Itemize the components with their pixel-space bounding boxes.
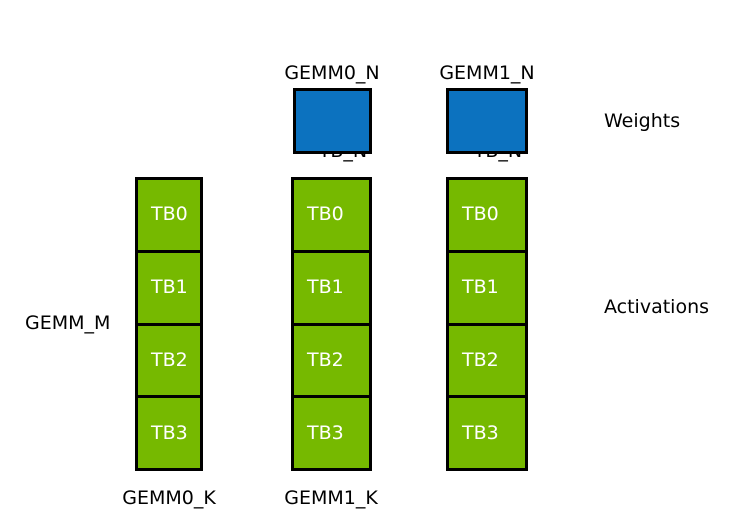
activation-cell: TB0 bbox=[294, 180, 369, 253]
activation-column-0: TB0 TB1 TB2 TB3 bbox=[135, 177, 203, 471]
activation-cell-label: TB3 bbox=[462, 421, 499, 444]
activation-cell-label: TB3 bbox=[307, 421, 344, 444]
gemm0-n-label-line1: GEMM0_N bbox=[284, 62, 380, 84]
activation-cell-label: TB2 bbox=[151, 348, 188, 371]
activation-cell: TB2 bbox=[138, 325, 200, 399]
gemm1-n-label-line1: GEMM1_N bbox=[439, 62, 535, 84]
activation-cell-label: TB3 bbox=[151, 421, 188, 444]
activation-cell-label: TB0 bbox=[307, 203, 344, 226]
gemm1-weight-block bbox=[446, 88, 528, 154]
activation-cell-label: TB0 bbox=[462, 203, 499, 226]
activations-label: Activations bbox=[604, 296, 710, 318]
activation-cell-label: TB0 bbox=[151, 203, 188, 226]
activation-cell: TB2 bbox=[449, 325, 525, 399]
weights-label: Weights bbox=[604, 110, 681, 132]
activation-cell: TB1 bbox=[294, 252, 369, 326]
activation-cell-label: TB2 bbox=[462, 348, 499, 371]
gemm0-weight-block bbox=[293, 88, 372, 154]
activation-column-2: TB0 TB1 TB2 TB3 bbox=[446, 177, 528, 471]
activation-cell: TB0 bbox=[449, 180, 525, 253]
activation-cell: TB2 bbox=[294, 325, 369, 399]
activation-cell-label: TB1 bbox=[151, 276, 188, 299]
activation-cell: TB3 bbox=[294, 398, 369, 468]
activation-cell-label: TB1 bbox=[462, 276, 499, 299]
activation-cell: TB3 bbox=[449, 398, 525, 468]
activation-cell: TB3 bbox=[138, 398, 200, 468]
activation-cell-label: TB1 bbox=[307, 276, 344, 299]
activation-cell-label: TB2 bbox=[307, 348, 344, 371]
gemm0-k-label: GEMM0_K bbox=[122, 487, 216, 509]
gemm1-k-label: GEMM1_K bbox=[284, 487, 378, 509]
activation-cell: TB1 bbox=[449, 252, 525, 326]
gemm-m-label: GEMM_M bbox=[25, 312, 111, 334]
activation-cell: TB1 bbox=[138, 252, 200, 326]
activation-column-1: TB0 TB1 TB2 TB3 bbox=[291, 177, 372, 471]
activation-cell: TB0 bbox=[138, 180, 200, 253]
